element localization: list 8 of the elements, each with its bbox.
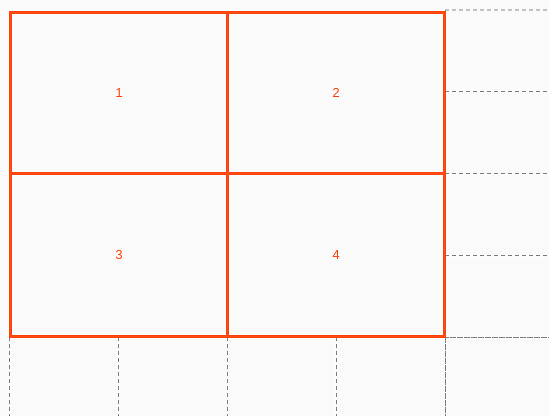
grid-cell xyxy=(9,11,229,175)
cell-number: 4 xyxy=(332,246,340,264)
cell-number: 3 xyxy=(115,246,123,264)
grid-cell xyxy=(226,11,446,175)
grid-cell xyxy=(9,172,229,338)
cell-number: 2 xyxy=(332,84,340,102)
grid-cell xyxy=(226,172,446,338)
cell-number: 1 xyxy=(115,84,123,102)
